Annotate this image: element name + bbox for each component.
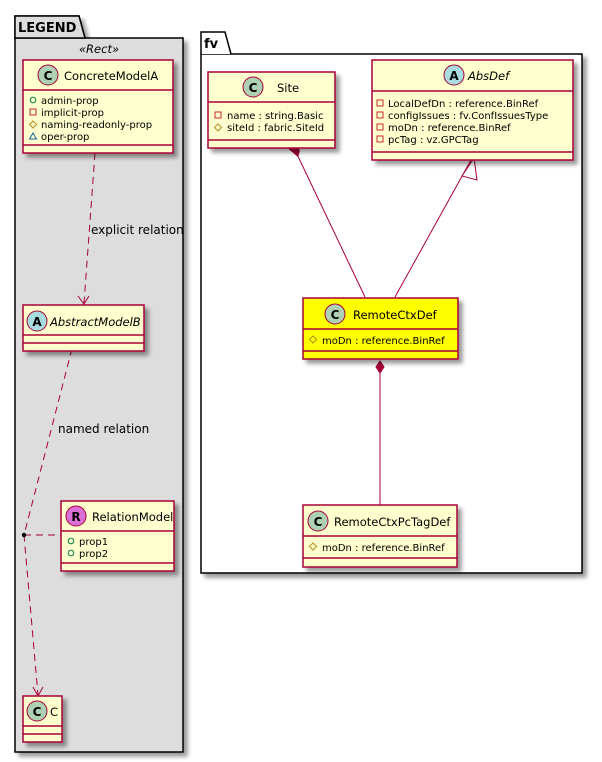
- private-icon: [376, 111, 384, 119]
- protected-icon: [213, 123, 223, 132]
- inheritance-line: [394, 159, 472, 298]
- composition-diamond-icon: [375, 360, 385, 374]
- private-icon: [214, 111, 222, 119]
- public-icon: [67, 549, 75, 557]
- class-remotectxdef[interactable]: C RemoteCtxDef moDn : reference.BinRef: [302, 297, 459, 360]
- svg-text:C: C: [314, 515, 323, 529]
- class-concretemodela[interactable]: C ConcreteModelA admin-prop implicit-pro…: [22, 59, 174, 154]
- class-c[interactable]: C C: [22, 695, 63, 743]
- private-icon: [29, 108, 37, 116]
- arrowhead-icon: [77, 295, 90, 305]
- class-name: ConcreteModelA: [64, 69, 158, 83]
- class-badge-icon: [37, 64, 59, 86]
- class-name: Site: [277, 81, 299, 95]
- class-name: RemoteCtxPcTagDef: [334, 515, 451, 529]
- svg-text:R: R: [71, 510, 80, 524]
- protected-icon: [308, 335, 318, 344]
- public-icon: [67, 537, 75, 545]
- explicit-relation-label: explicit relation: [91, 223, 184, 237]
- composition-line-site: [294, 149, 366, 298]
- class-abstractmodelb[interactable]: A AbstractModelB: [22, 304, 145, 352]
- svg-text:moDn : reference.BinRef: moDn : reference.BinRef: [322, 336, 445, 347]
- explicit-relation-line: [83, 152, 96, 304]
- public-icon: [29, 96, 37, 104]
- svg-text:pcTag : vz.GPCTag: pcTag : vz.GPCTag: [388, 135, 479, 146]
- svg-text:C: C: [249, 81, 258, 95]
- private-icon: [376, 123, 384, 131]
- class-absdef[interactable]: A AbsDef LocalDefDn : reference.BinRef c…: [371, 59, 574, 161]
- fv-title: fv: [204, 37, 219, 52]
- svg-text:implicit-prop: implicit-prop: [41, 108, 104, 119]
- abstract-badge-icon: [26, 310, 48, 332]
- named-relation-label: named relation: [58, 422, 149, 436]
- svg-text:oper-prop: oper-prop: [41, 132, 89, 143]
- class-name: AbsDef: [467, 69, 511, 83]
- legend-package: LEGEND «Rect»: [14, 15, 184, 753]
- package-icon: [28, 132, 38, 140]
- class-badge-icon: [307, 510, 329, 532]
- class-remotectxpctagdef[interactable]: C RemoteCtxPcTagDef moDn : reference.Bin…: [302, 504, 458, 568]
- class-relationmodel[interactable]: R RelationModel prop1 prop2: [60, 500, 175, 572]
- svg-text:naming-readonly-prop: naming-readonly-prop: [41, 120, 152, 131]
- class-badge-icon: [242, 76, 264, 98]
- relation-badge-icon: [65, 505, 87, 527]
- attr-list: admin-prop implicit-prop naming-readonly…: [28, 96, 152, 143]
- svg-text:admin-prop: admin-prop: [41, 96, 99, 107]
- private-icon: [376, 135, 384, 143]
- inheritance-triangle-icon: [461, 156, 478, 181]
- svg-text:A: A: [32, 315, 42, 329]
- svg-text:C: C: [44, 69, 53, 83]
- class-name: C: [50, 705, 58, 719]
- legend-stereotype: «Rect»: [79, 42, 119, 56]
- protected-icon: [28, 120, 38, 129]
- svg-text:A: A: [449, 69, 459, 83]
- svg-text:name : string.Basic: name : string.Basic: [227, 111, 323, 122]
- class-name: RemoteCtxDef: [353, 308, 438, 322]
- svg-text:prop2: prop2: [79, 549, 108, 560]
- relations-legend: explicit relation named relation: [21, 152, 184, 698]
- svg-text:C: C: [33, 705, 42, 719]
- abstract-badge-icon: [443, 64, 465, 86]
- class-badge-icon: [324, 303, 346, 325]
- svg-text:configIssues : fv.ConfIssuesTy: configIssues : fv.ConfIssuesType: [388, 111, 548, 122]
- svg-text:moDn : reference.BinRef: moDn : reference.BinRef: [388, 123, 511, 134]
- junction-dot: [21, 532, 27, 538]
- private-icon: [376, 99, 384, 107]
- class-name: AbstractModelB: [49, 315, 141, 329]
- class-badge-icon: [26, 700, 48, 722]
- svg-text:siteId : fabric.SiteId: siteId : fabric.SiteId: [227, 123, 324, 134]
- legend-title: LEGEND: [18, 21, 77, 36]
- svg-text:C: C: [331, 308, 340, 322]
- class-name: RelationModel: [92, 510, 173, 524]
- svg-text:moDn : reference.BinRef: moDn : reference.BinRef: [322, 543, 445, 554]
- svg-text:prop1: prop1: [79, 537, 108, 548]
- svg-text:LocalDefDn : reference.BinRef: LocalDefDn : reference.BinRef: [388, 99, 539, 110]
- protected-icon: [308, 542, 318, 551]
- class-site[interactable]: C Site name : string.Basic siteId : fabr…: [207, 71, 336, 149]
